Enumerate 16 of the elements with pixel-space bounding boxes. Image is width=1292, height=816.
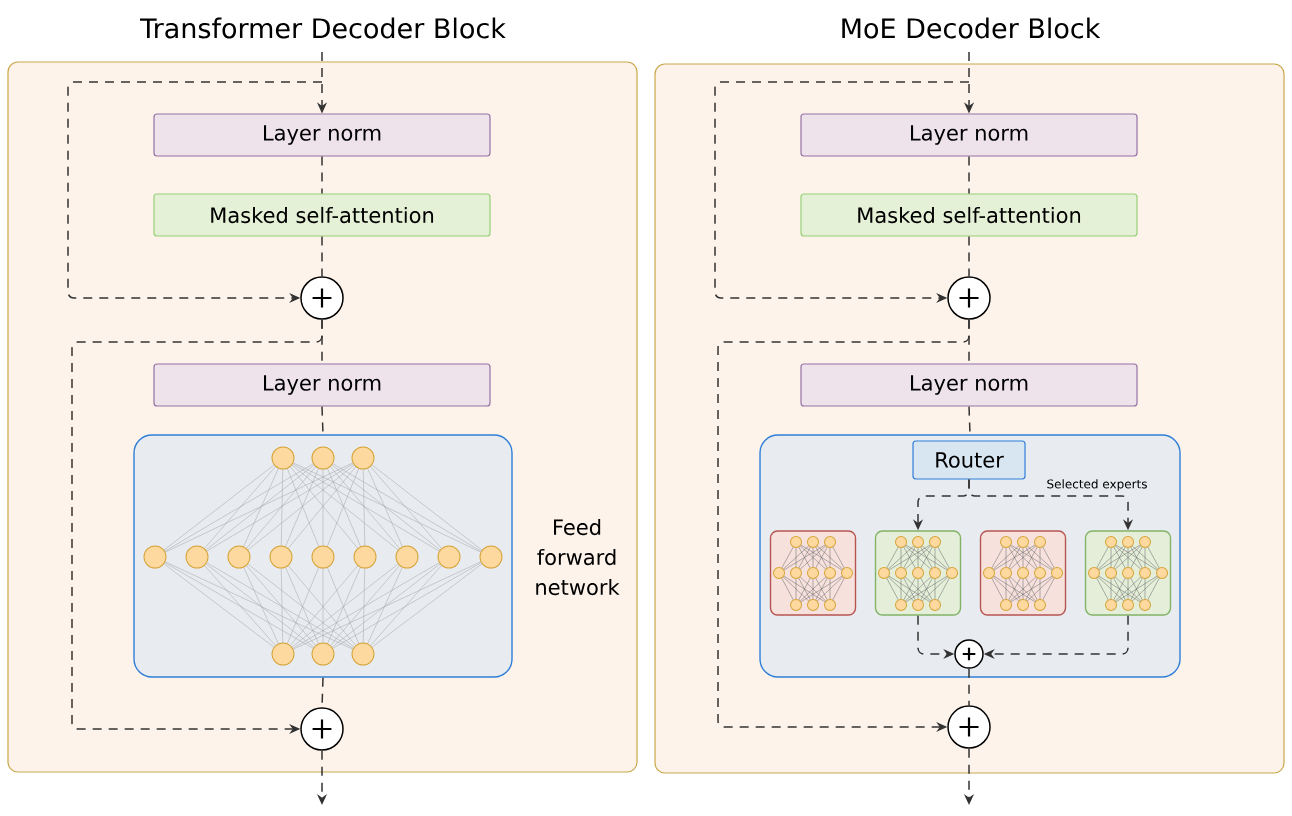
norm-box: Layer norm <box>800 363 1138 407</box>
router-box: Router <box>912 440 1026 480</box>
plus-circle <box>300 707 344 751</box>
block-title: Transformer Decoder Block <box>140 17 506 39</box>
plus-circle <box>947 705 991 749</box>
norm-box: Layer norm <box>153 113 491 157</box>
plus-circle <box>947 276 991 320</box>
norm-box: Layer norm <box>800 113 1138 157</box>
norm-box: Layer norm <box>153 363 491 407</box>
plus-circle <box>954 639 984 669</box>
plus-circle <box>300 276 344 320</box>
side-label: Feed forward network <box>536 518 620 596</box>
edge-label: Selected experts <box>1045 478 1149 492</box>
attention-box: Masked self-attention <box>800 193 1138 237</box>
block-title: MoE Decoder Block <box>842 17 1101 39</box>
attention-box: Masked self-attention <box>153 193 491 237</box>
